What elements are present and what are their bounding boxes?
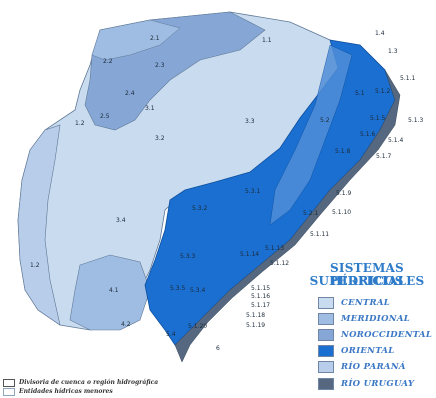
region-label: 1.2	[30, 262, 40, 269]
region-label: 5.2	[320, 117, 330, 124]
region-label: 1.4	[375, 30, 385, 37]
region-label: 5.1.20	[188, 323, 207, 330]
region-noroccidental-sub	[91, 19, 181, 61]
minor-entities-swatch	[3, 387, 15, 396]
region-label: 5.1.4	[388, 137, 403, 144]
legend-item-noroccidental: NOROCCIDENTAL	[318, 328, 432, 342]
region-label: 5.3.3	[180, 253, 195, 260]
region-label: 3.3	[245, 118, 255, 125]
region-label: 5.1.9	[336, 190, 351, 197]
region-label: 5.3.5	[170, 285, 185, 292]
region-parana	[17, 124, 61, 326]
region-label: 5.1	[355, 90, 365, 97]
region-label: 1.1	[262, 37, 272, 44]
region-label: 5.3.2	[192, 205, 207, 212]
legend-label: RÍO URUGUAY	[341, 379, 415, 389]
region-label: 5.1.17	[251, 302, 270, 309]
legend-swatch	[318, 297, 334, 309]
legend-swatch	[318, 329, 334, 341]
region-label: 6	[216, 345, 220, 352]
region-label: 5.3.1	[245, 188, 260, 195]
region-label: 5.4	[166, 331, 176, 338]
region-label: 1.3	[388, 48, 398, 55]
region-label: 5.1.12	[270, 260, 289, 267]
region-label: 5.1.10	[332, 209, 351, 216]
region-label: 5.1.19	[246, 322, 265, 329]
legend-basin-divide: Divisoria de cuenca o región hidrográfic…	[3, 378, 158, 387]
region-label: 5.1.18	[246, 312, 265, 319]
minor-entities-label: Entidades hídricas menores	[19, 388, 113, 395]
region-labels: 2.1 2.2 2.3 2.4 2.5 1.1 1.2 1.2 1.3 1.4 …	[30, 30, 423, 352]
region-label: 5.2.1	[303, 210, 318, 217]
legend-label: CENTRAL	[341, 298, 391, 308]
region-oriental-strip	[269, 44, 353, 226]
region-label: 5.1.3	[408, 117, 423, 124]
legend-item-central: CENTRAL	[318, 296, 390, 310]
region-label: 5.3.4	[190, 287, 205, 294]
region-label: 3.1	[145, 105, 155, 112]
region-label: 2.1	[150, 35, 160, 42]
legend-item-oriental: ORIENTAL	[318, 344, 395, 358]
region-label: 5.1.5	[370, 115, 385, 122]
legend-minor-entities: Entidades hídricas menores	[3, 387, 113, 396]
region-label: 5.1.1	[400, 75, 415, 82]
legend-label: RÍO PARANÁ	[341, 362, 406, 372]
region-label: 5.1.11	[310, 231, 329, 238]
legend-swatch	[318, 378, 334, 390]
region-label: 3.2	[155, 135, 165, 142]
region-label: 4.1	[109, 287, 119, 294]
region-label: 2.5	[100, 113, 110, 120]
region-label: 4.2	[121, 321, 131, 328]
region-label: 5.1.15	[251, 285, 270, 292]
region-label: 5.1.7	[376, 153, 391, 160]
region-label: 5.1.2	[375, 88, 390, 95]
legend-swatch	[318, 345, 334, 357]
basin-divide-swatch	[3, 378, 15, 387]
region-uruguay	[174, 69, 401, 363]
legend-swatch	[318, 313, 334, 325]
region-label: 5.1.6	[360, 131, 375, 138]
legend-label: NOROCCIDENTAL	[341, 330, 433, 340]
legend-item-rio-uruguay: RÍO URUGUAY	[318, 377, 414, 391]
legend-swatch	[318, 361, 334, 373]
region-meridional	[69, 254, 151, 331]
region-label: 2.2	[103, 58, 113, 65]
region-label: 5.1.13	[265, 245, 284, 252]
legend-item-rio-parana: RÍO PARANÁ	[318, 360, 406, 374]
region-label: 2.4	[125, 90, 135, 97]
region-label: 1.2	[75, 120, 85, 127]
region-label: 2.3	[155, 62, 165, 69]
legend-item-meridional: MERIDIONAL	[318, 312, 410, 326]
legend-label: ORIENTAL	[341, 346, 395, 356]
legend-title-line1: SISTEMAS HÍDRICOS	[330, 261, 404, 288]
region-label: 5.1.16	[251, 293, 270, 300]
region-label: 3.4	[116, 217, 126, 224]
region-label: 5.1.14	[240, 251, 259, 258]
region-label: 5.1.8	[335, 148, 350, 155]
legend-title-line2: SUPERFICIALES	[309, 274, 425, 288]
basin-divide-label: Divisoria de cuenca o región hidrográfic…	[19, 379, 159, 386]
legend-label: MERIDIONAL	[341, 314, 411, 324]
